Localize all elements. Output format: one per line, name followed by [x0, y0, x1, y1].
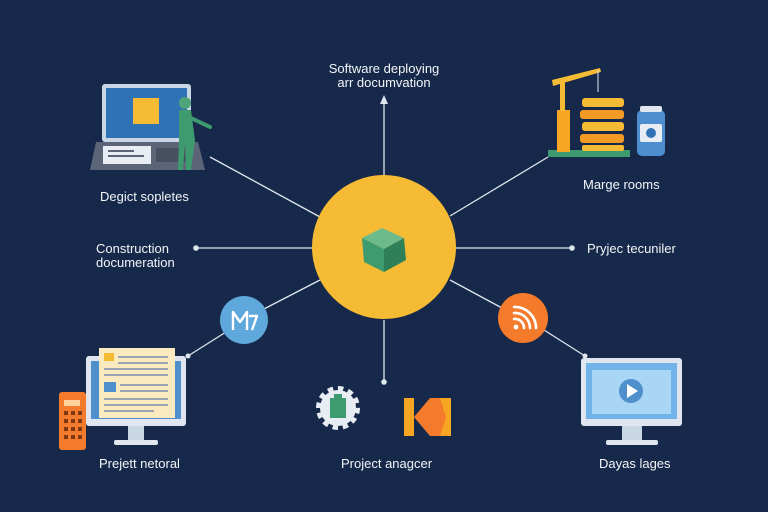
label-left-line2: documeration: [96, 255, 175, 270]
m-logo-icon: [231, 310, 259, 331]
dot-right: [569, 245, 575, 251]
connector-lines: [187, 100, 586, 382]
cube-icon: [362, 228, 406, 272]
arrow-top: [380, 95, 388, 104]
label-left: Construction documeration: [96, 242, 175, 270]
dot-bottom: [381, 379, 387, 385]
connector-bottom-left: [187, 331, 227, 357]
crane-stack-icon: [548, 68, 665, 157]
label-left-line1: Construction: [96, 241, 169, 256]
label-top-right: Marge rooms: [583, 177, 660, 192]
label-bottom-left: Prejett netoral: [99, 456, 180, 471]
right-badge: [498, 293, 548, 343]
label-bottom: Project anagcer: [341, 456, 433, 471]
connector-to-left-badge: [261, 279, 321, 311]
laptop-with-person-icon: [90, 84, 212, 170]
left-badge: [220, 296, 268, 344]
wifi-signal-icon: [512, 305, 538, 330]
dot-bottom-left: [185, 353, 191, 359]
gear-and-skip-icon: [316, 386, 451, 436]
label-top-left: Degict sopletes: [100, 189, 189, 204]
connector-dots: [185, 245, 588, 385]
label-top-line1: Software deploying: [328, 61, 440, 76]
label-bottom-right: Dayas lages: [599, 456, 671, 471]
monitor-play-icon: [581, 358, 682, 445]
connector-bottom-right: [543, 329, 586, 357]
monitor-document-icon: [59, 348, 186, 450]
label-top: Software deploying arr documvation: [314, 62, 454, 90]
label-top-line2: arr documvation: [337, 75, 431, 90]
dot-bottom-right: [582, 353, 588, 359]
dot-left: [193, 245, 199, 251]
connector-top-left: [209, 156, 321, 218]
connector-to-right-badge: [449, 279, 503, 309]
label-right: Pryjec tecuniler: [587, 241, 676, 256]
connector-top-right: [449, 156, 549, 217]
